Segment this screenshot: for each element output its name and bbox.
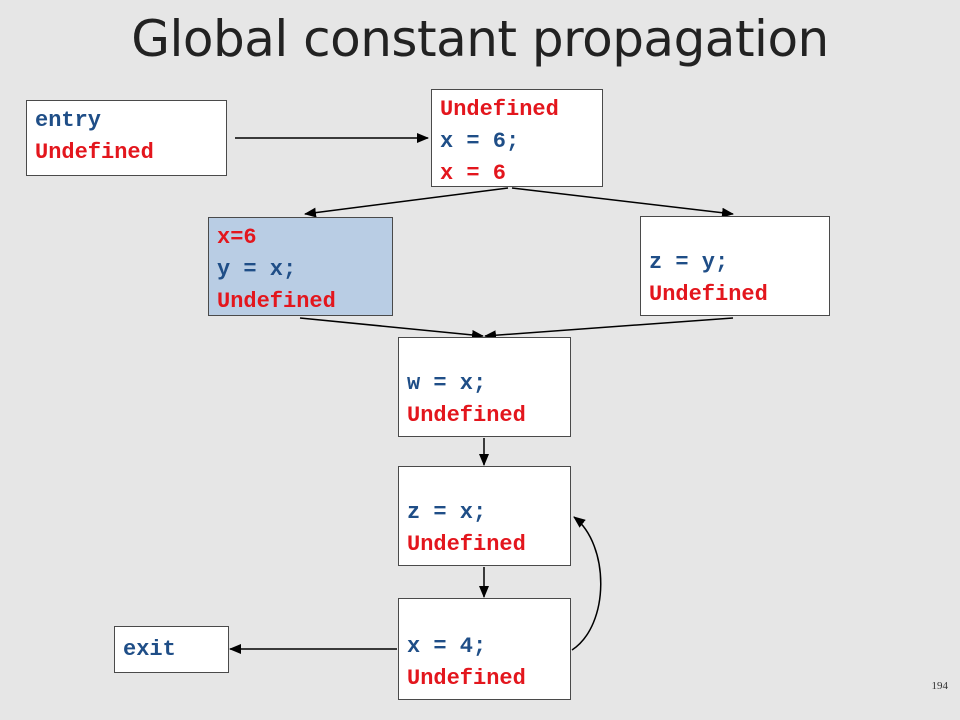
block-z-eq-x: z = x; Undefined xyxy=(398,466,571,566)
block-x-eq-6-in-fact: Undefined xyxy=(440,97,559,122)
block-x-eq-4-fact: Undefined xyxy=(407,666,526,691)
block-w-eq-x: w = x; Undefined xyxy=(398,337,571,437)
block-z-eq-y-fact: Undefined xyxy=(649,282,768,307)
entry-fact: Undefined xyxy=(35,140,154,165)
block-y-eq-x: x=6 y = x; Undefined xyxy=(208,217,393,316)
block-x-eq-6-out-fact: x = 6 xyxy=(440,161,507,186)
edge-b1-b3 xyxy=(511,187,734,218)
exit-node: exit xyxy=(114,626,229,673)
edge-b2-b4 xyxy=(299,317,484,340)
block-y-eq-x-in-fact: x=6 xyxy=(217,225,257,250)
block-z-eq-x-code: z = x; xyxy=(407,500,487,525)
slide-title: Global constant propagation xyxy=(131,10,829,68)
entry-label: entry xyxy=(35,108,102,133)
edge-b6-b5-loop xyxy=(571,516,602,651)
entry-node: entry Undefined xyxy=(26,100,227,176)
block-x-eq-6: Undefined x = 6; x = 6 xyxy=(431,89,603,187)
exit-label: exit xyxy=(123,636,176,662)
block-x-eq-4: x = 4; Undefined xyxy=(398,598,571,700)
block-w-eq-x-fact: Undefined xyxy=(407,403,526,428)
block-y-eq-x-out-fact: Undefined xyxy=(217,289,336,314)
block-z-eq-x-fact: Undefined xyxy=(407,532,526,557)
block-y-eq-x-code: y = x; xyxy=(217,257,297,282)
block-w-eq-x-code: w = x; xyxy=(407,371,487,396)
block-z-eq-y: z = y; Undefined xyxy=(640,216,830,316)
block-z-eq-y-code: z = y; xyxy=(649,250,729,275)
edge-b3-b4 xyxy=(484,317,734,341)
block-x-eq-4-code: x = 4; xyxy=(407,634,487,659)
block-x-eq-6-code: x = 6; xyxy=(440,129,520,154)
page-number: 194 xyxy=(931,680,949,692)
edge-b1-b2 xyxy=(304,187,509,218)
